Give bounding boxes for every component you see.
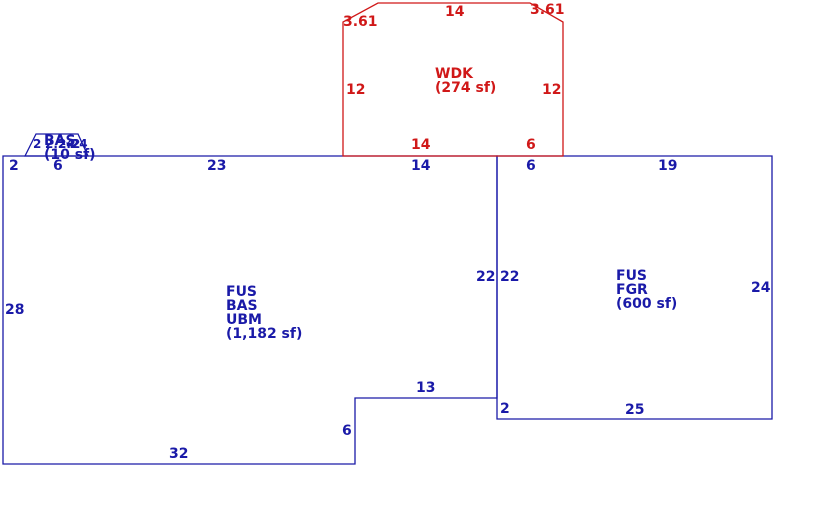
dim-garage-notch: 2 <box>500 401 510 417</box>
dim-small-b: 2.24 <box>45 137 75 151</box>
dim-garage-right: 24 <box>751 280 771 296</box>
dim-deck-right: 12 <box>542 82 562 98</box>
deck-area-size: (274 sf) <box>435 80 497 96</box>
main-area-label: FUS BAS UBM (1,182 sf) <box>226 285 302 341</box>
dim-deck-corner-right: 3.61 <box>530 2 565 18</box>
dim-small-a: 2 <box>33 137 42 151</box>
deck-area-label: WDK (274 sf) <box>435 67 496 95</box>
dim-garage-bottom: 25 <box>625 402 645 418</box>
dim-main-top-b: 23 <box>207 158 227 174</box>
dim-main-notch-h: 13 <box>416 380 436 396</box>
dim-main-top-c: 14 <box>411 158 431 174</box>
dim-main-notch-v: 6 <box>342 423 352 439</box>
small-area-label: BAS (10 sf) <box>44 134 96 162</box>
garage-area-line2: FGR <box>616 282 648 298</box>
dim-main-right: 22 <box>476 269 496 285</box>
dim-deck-bottom: 14 <box>411 137 431 153</box>
dim-garage-top-b: 19 <box>658 158 678 174</box>
dim-small-d: 2 <box>72 137 81 151</box>
dim-garage-left: 22 <box>500 269 520 285</box>
garage-area-line1: FUS <box>616 268 648 284</box>
dim-garage-top-a: 6 <box>526 158 536 174</box>
dim-deck-bottom-b: 6 <box>526 137 536 153</box>
dim-deck-left: 12 <box>346 82 366 98</box>
garage-area-label: FUS FGR (600 sf) <box>616 269 677 311</box>
garage-outline <box>496 155 773 420</box>
garage-area-size: (600 sf) <box>616 296 678 312</box>
main-area-line3: UBM <box>226 312 262 328</box>
main-area-line1: FUS <box>226 284 258 300</box>
deck-area-line1: WDK <box>435 66 473 82</box>
dim-deck-corner-left: 3.61 <box>343 14 378 30</box>
small-area-size: (10 sf) <box>44 147 96 163</box>
dim-main-left: 28 <box>5 302 25 318</box>
main-area-size: (1,182 sf) <box>226 326 303 342</box>
dim-small-c: 2.24 <box>58 137 88 151</box>
small-area-line1: BAS <box>44 133 76 149</box>
dim-main-bottom: 32 <box>169 446 189 462</box>
small-bay-outline <box>23 133 90 157</box>
deck-outline <box>342 2 564 157</box>
dim-deck-top: 14 <box>445 4 465 20</box>
main-area-line2: BAS <box>226 298 258 314</box>
dim-main-top-left: 2 <box>9 158 19 174</box>
dim-main-top-a: 6 <box>53 158 63 174</box>
